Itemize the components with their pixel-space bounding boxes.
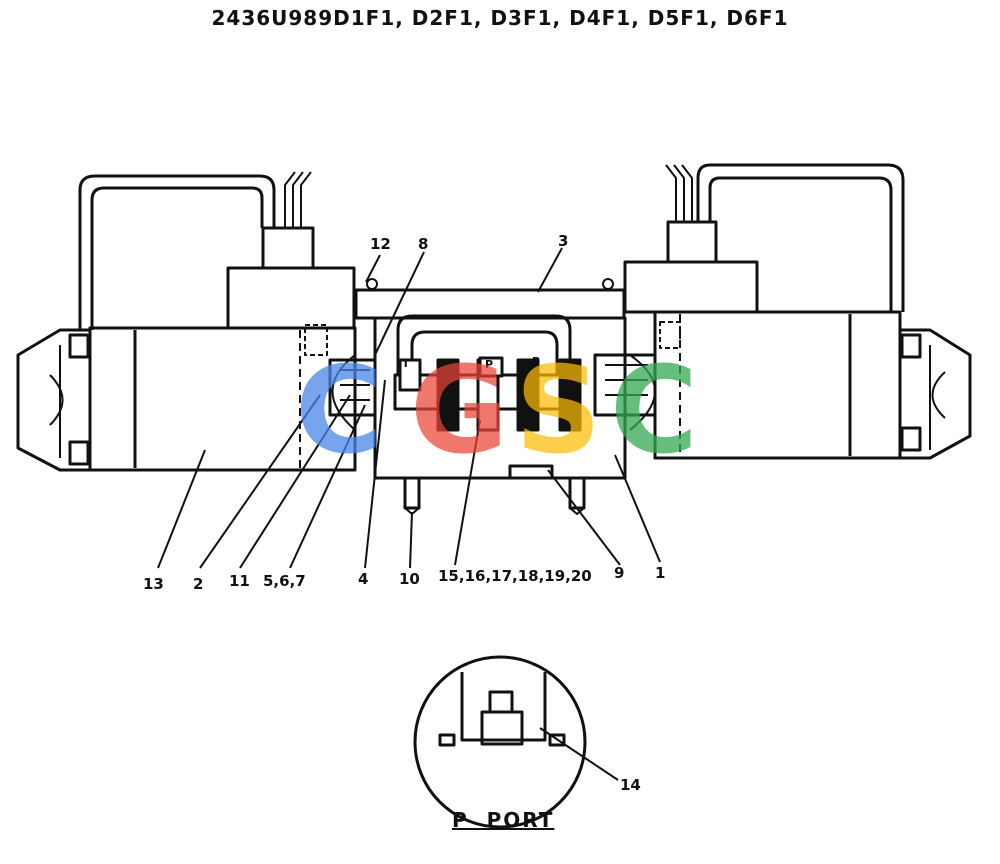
port-b-label: B <box>532 355 541 368</box>
callout-9: 9 <box>614 564 625 582</box>
port-t-label: T <box>402 357 410 370</box>
callout-10: 10 <box>399 570 420 588</box>
watermark-letter-1: C <box>295 342 384 481</box>
callout-5-6-7: 5,6,7 <box>263 572 306 590</box>
callout-14: 14 <box>620 776 641 794</box>
callout-11: 11 <box>229 572 250 590</box>
leader-lines <box>157 247 661 569</box>
port-p-label: P <box>485 358 494 371</box>
callout-12: 12 <box>370 235 391 253</box>
callout-3: 3 <box>558 232 569 250</box>
p-port-caption: P PORT <box>452 808 555 832</box>
callout-1: 1 <box>655 564 666 582</box>
right-solenoid <box>623 163 972 460</box>
watermark-letter-2: G <box>410 342 509 481</box>
callout-8: 8 <box>418 235 429 253</box>
callout-4: 4 <box>358 570 369 588</box>
watermark-letter-3: S <box>515 342 602 481</box>
left-solenoid <box>16 171 357 472</box>
valve-body <box>328 278 657 515</box>
diagram-title: 2436U989D1F1, D2F1, D3F1, D4F1, D5F1, D6… <box>211 6 789 30</box>
watermark: C G S C <box>295 342 715 490</box>
callout-13: 13 <box>143 575 164 593</box>
callout-15-20: 15,16,17,18,19,20 <box>438 567 592 585</box>
watermark-letter-4: C <box>610 342 699 481</box>
p-port-detail <box>413 655 619 829</box>
callout-2: 2 <box>193 575 204 593</box>
